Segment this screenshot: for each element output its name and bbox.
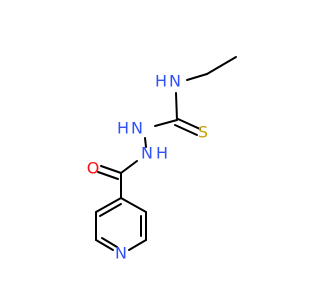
atom-nh-top-h: H <box>155 72 167 91</box>
bond-thiocarbon-nh-middle <box>154 119 178 127</box>
bond-nh-top-thiocarbon <box>175 92 178 121</box>
bond-ethyl-ch3-ch2 <box>206 56 237 75</box>
bond-ring-inner-1 <box>99 203 122 217</box>
bond-ring-inner-2 <box>101 237 118 248</box>
bond-nh-middle-nh-lower <box>144 137 147 148</box>
atom-nh-middle-h: H <box>117 119 129 138</box>
molecule-diagram: N H S H N N H O N <box>86 56 237 263</box>
atom-oxygen: O <box>87 159 100 178</box>
bond-c-o-double-b <box>97 171 119 180</box>
atom-nh-middle-n: N <box>131 119 143 138</box>
bond-c-s-double-b <box>174 124 198 136</box>
bond-ethyl-ch2-nh <box>186 73 208 81</box>
bond-ring-c5-c4 <box>120 197 147 213</box>
bond-c-o-double-a <box>100 165 122 174</box>
atom-nh-top-n: N <box>169 72 181 91</box>
bond-c-s-double-a <box>177 118 201 130</box>
molecule-structure: N H S H N N H O N <box>87 56 237 263</box>
bond-ring-n-c6 <box>128 239 147 251</box>
atom-nh-lower-n: N <box>141 144 153 163</box>
atom-nh-lower-h: H <box>156 144 168 163</box>
atom-pyridine-n: N <box>115 244 127 263</box>
bond-ring-c2-n <box>95 239 114 251</box>
atom-sulfur: S <box>198 123 208 142</box>
bond-ring-c4-c3 <box>95 197 122 213</box>
bond-nh-lower-carbonyl <box>120 160 138 174</box>
